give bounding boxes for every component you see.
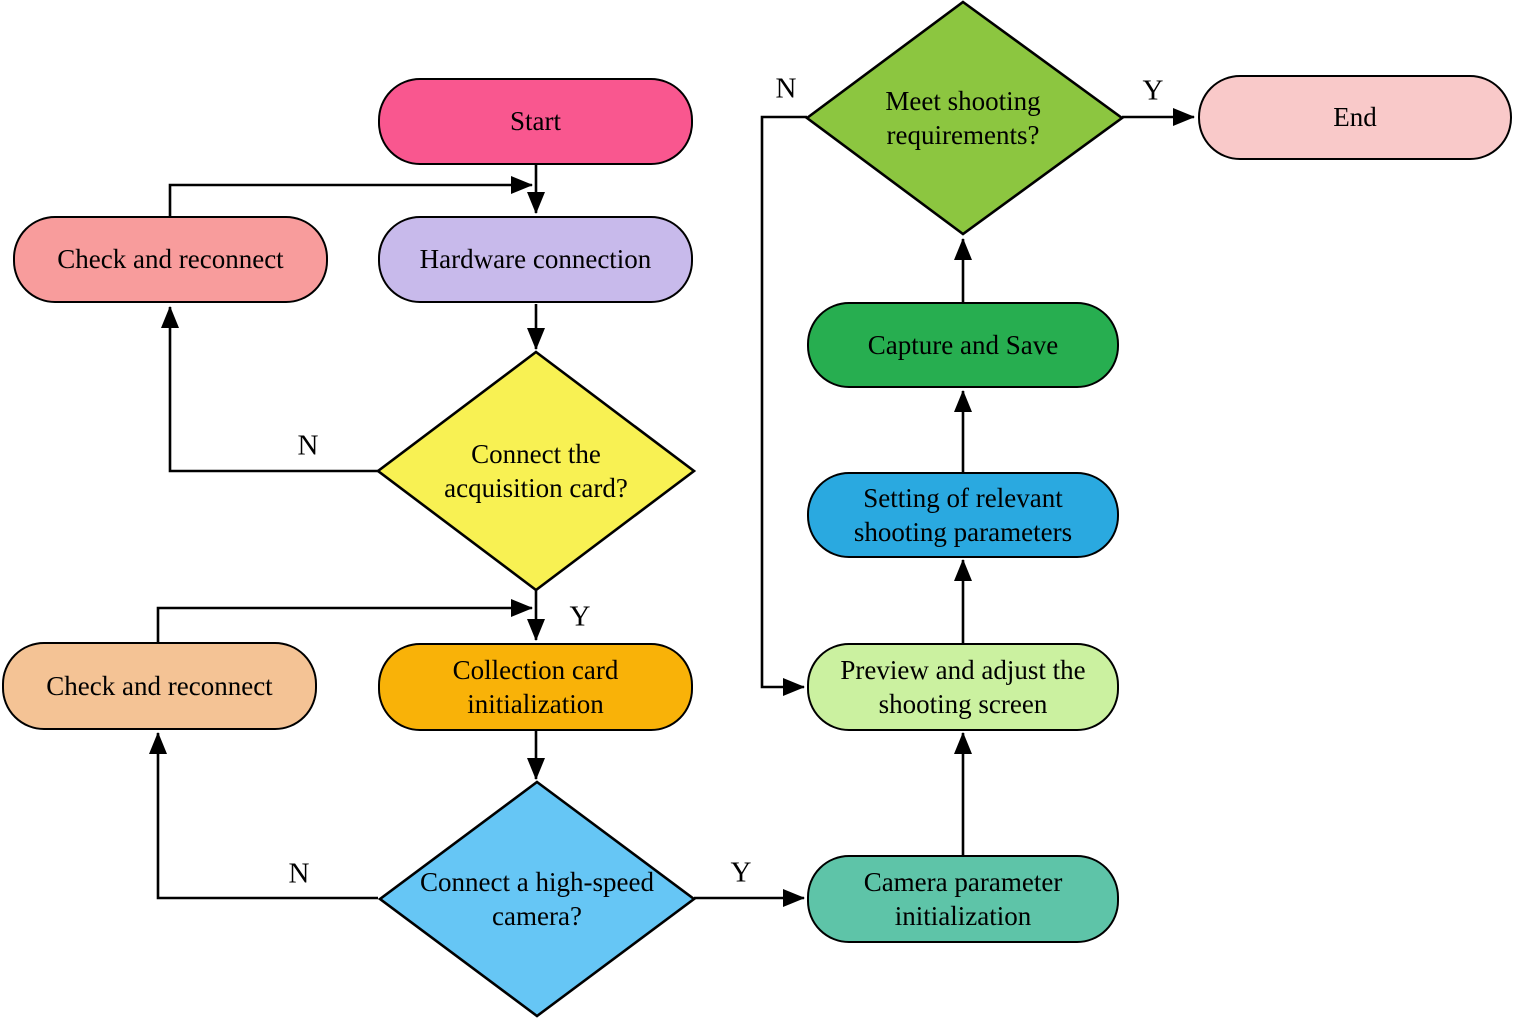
node-camera-parameter: Camera parameter initialization [807, 855, 1119, 943]
node-collection-card-label: Collection card initialization [452, 654, 619, 719]
node-meet-requirements-label: Meet shooting requirements? [885, 85, 1041, 150]
node-hardware-connection-label: Hardware connection [419, 244, 652, 275]
label-camera-yes: Y [730, 856, 752, 889]
edge-acquisition-no-to-check-top [161, 306, 378, 473]
node-check-reconnect-bottom: Check and reconnect [2, 642, 317, 730]
node-preview-adjust-label: Preview and adjust the shooting screen [840, 654, 1086, 719]
node-end-label: End [1333, 102, 1377, 133]
node-capture-save: Capture and Save [807, 302, 1119, 388]
label-camera-no: N [288, 857, 310, 890]
node-check-reconnect-top: Check and reconnect [13, 216, 328, 303]
node-high-speed-camera-label: Connect a high-speed camera? [420, 866, 654, 931]
high-speed-camera-diamond [377, 780, 697, 1018]
meet-requirements-diamond [804, 0, 1125, 236]
edge-camera-no-to-check-bottom [149, 732, 378, 900]
node-acquisition-card-label: Connect the acquisition card? [444, 438, 628, 503]
node-preview-adjust: Preview and adjust the shooting screen [807, 643, 1119, 731]
node-start-label: Start [510, 106, 561, 137]
node-end: End [1198, 75, 1512, 160]
edge-check-bottom-loopback [156, 599, 533, 642]
label-meet-no: N [775, 72, 797, 105]
node-shooting-parameters: Setting of relevant shooting parameters [807, 472, 1119, 558]
node-capture-save-label: Capture and Save [867, 329, 1059, 360]
node-collection-card: Collection card initialization [378, 643, 693, 731]
node-start: Start [378, 78, 693, 165]
label-meet-yes: Y [1142, 74, 1164, 107]
node-check-reconnect-bottom-label: Check and reconnect [46, 670, 273, 701]
edge-meet-no-to-preview [760, 115, 807, 696]
node-hardware-connection: Hardware connection [378, 216, 693, 303]
edge-check-top-loopback [168, 176, 533, 216]
label-acquisition-yes: Y [569, 600, 591, 633]
node-camera-parameter-label: Camera parameter initialization [863, 866, 1063, 931]
label-acquisition-no: N [297, 429, 319, 462]
node-shooting-parameters-label: Setting of relevant shooting parameters [853, 482, 1073, 547]
node-check-reconnect-top-label: Check and reconnect [57, 244, 284, 275]
